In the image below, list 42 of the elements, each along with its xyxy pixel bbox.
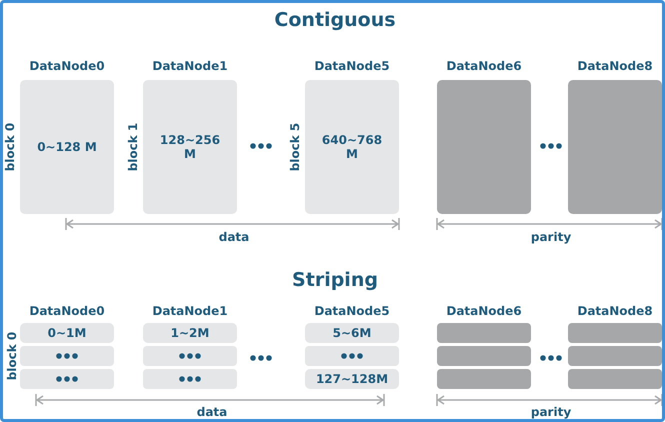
block-range: 5~6M [332, 326, 372, 340]
data-block [305, 369, 399, 389]
data-block [143, 323, 237, 343]
block-label: block 0 [5, 332, 19, 380]
node-heading: DataNode8 [576, 59, 654, 73]
parity-block [437, 323, 531, 343]
block-label: block 5 [288, 122, 302, 172]
dimension-label: data [218, 230, 250, 244]
data-block [20, 323, 114, 343]
block-label: block 0 [3, 122, 17, 172]
node-heading: DataNode0 [28, 59, 106, 73]
parity-block [437, 369, 531, 389]
dimension-label: parity [530, 405, 572, 419]
dimension-label: data [196, 405, 228, 419]
node-heading: DataNode1 [151, 59, 229, 73]
data-block [305, 323, 399, 343]
block-range: 127~128M [316, 372, 388, 386]
parity-block [437, 346, 531, 366]
node-heading: DataNode5 [313, 59, 391, 73]
block-range: 1~2M [170, 326, 210, 340]
column-heading: DataNode0 [29, 304, 105, 318]
block-label: block 1 [126, 122, 140, 172]
column-heading: DataNode6 [446, 304, 522, 318]
data-block [20, 369, 114, 389]
block-range: 0~1M [48, 326, 86, 340]
dimension-label: parity [530, 230, 572, 244]
column-heading: DataNode1 [152, 304, 228, 318]
node-heading: DataNode6 [445, 59, 523, 73]
parity-block [568, 323, 662, 343]
block-range: 0~128 M [37, 140, 97, 154]
data-block [20, 346, 114, 366]
data-block [143, 369, 237, 389]
data-block [143, 346, 237, 366]
block-range: 128~256 M [159, 133, 221, 161]
block-range: 640~768 M [321, 133, 383, 161]
parity-block [568, 346, 662, 366]
section-title: Striping [292, 269, 378, 291]
column-heading: DataNode8 [577, 304, 653, 318]
column-heading: DataNode5 [314, 304, 390, 318]
parity-block [568, 369, 662, 389]
section-title: Contiguous [274, 9, 396, 31]
data-block [305, 346, 399, 366]
